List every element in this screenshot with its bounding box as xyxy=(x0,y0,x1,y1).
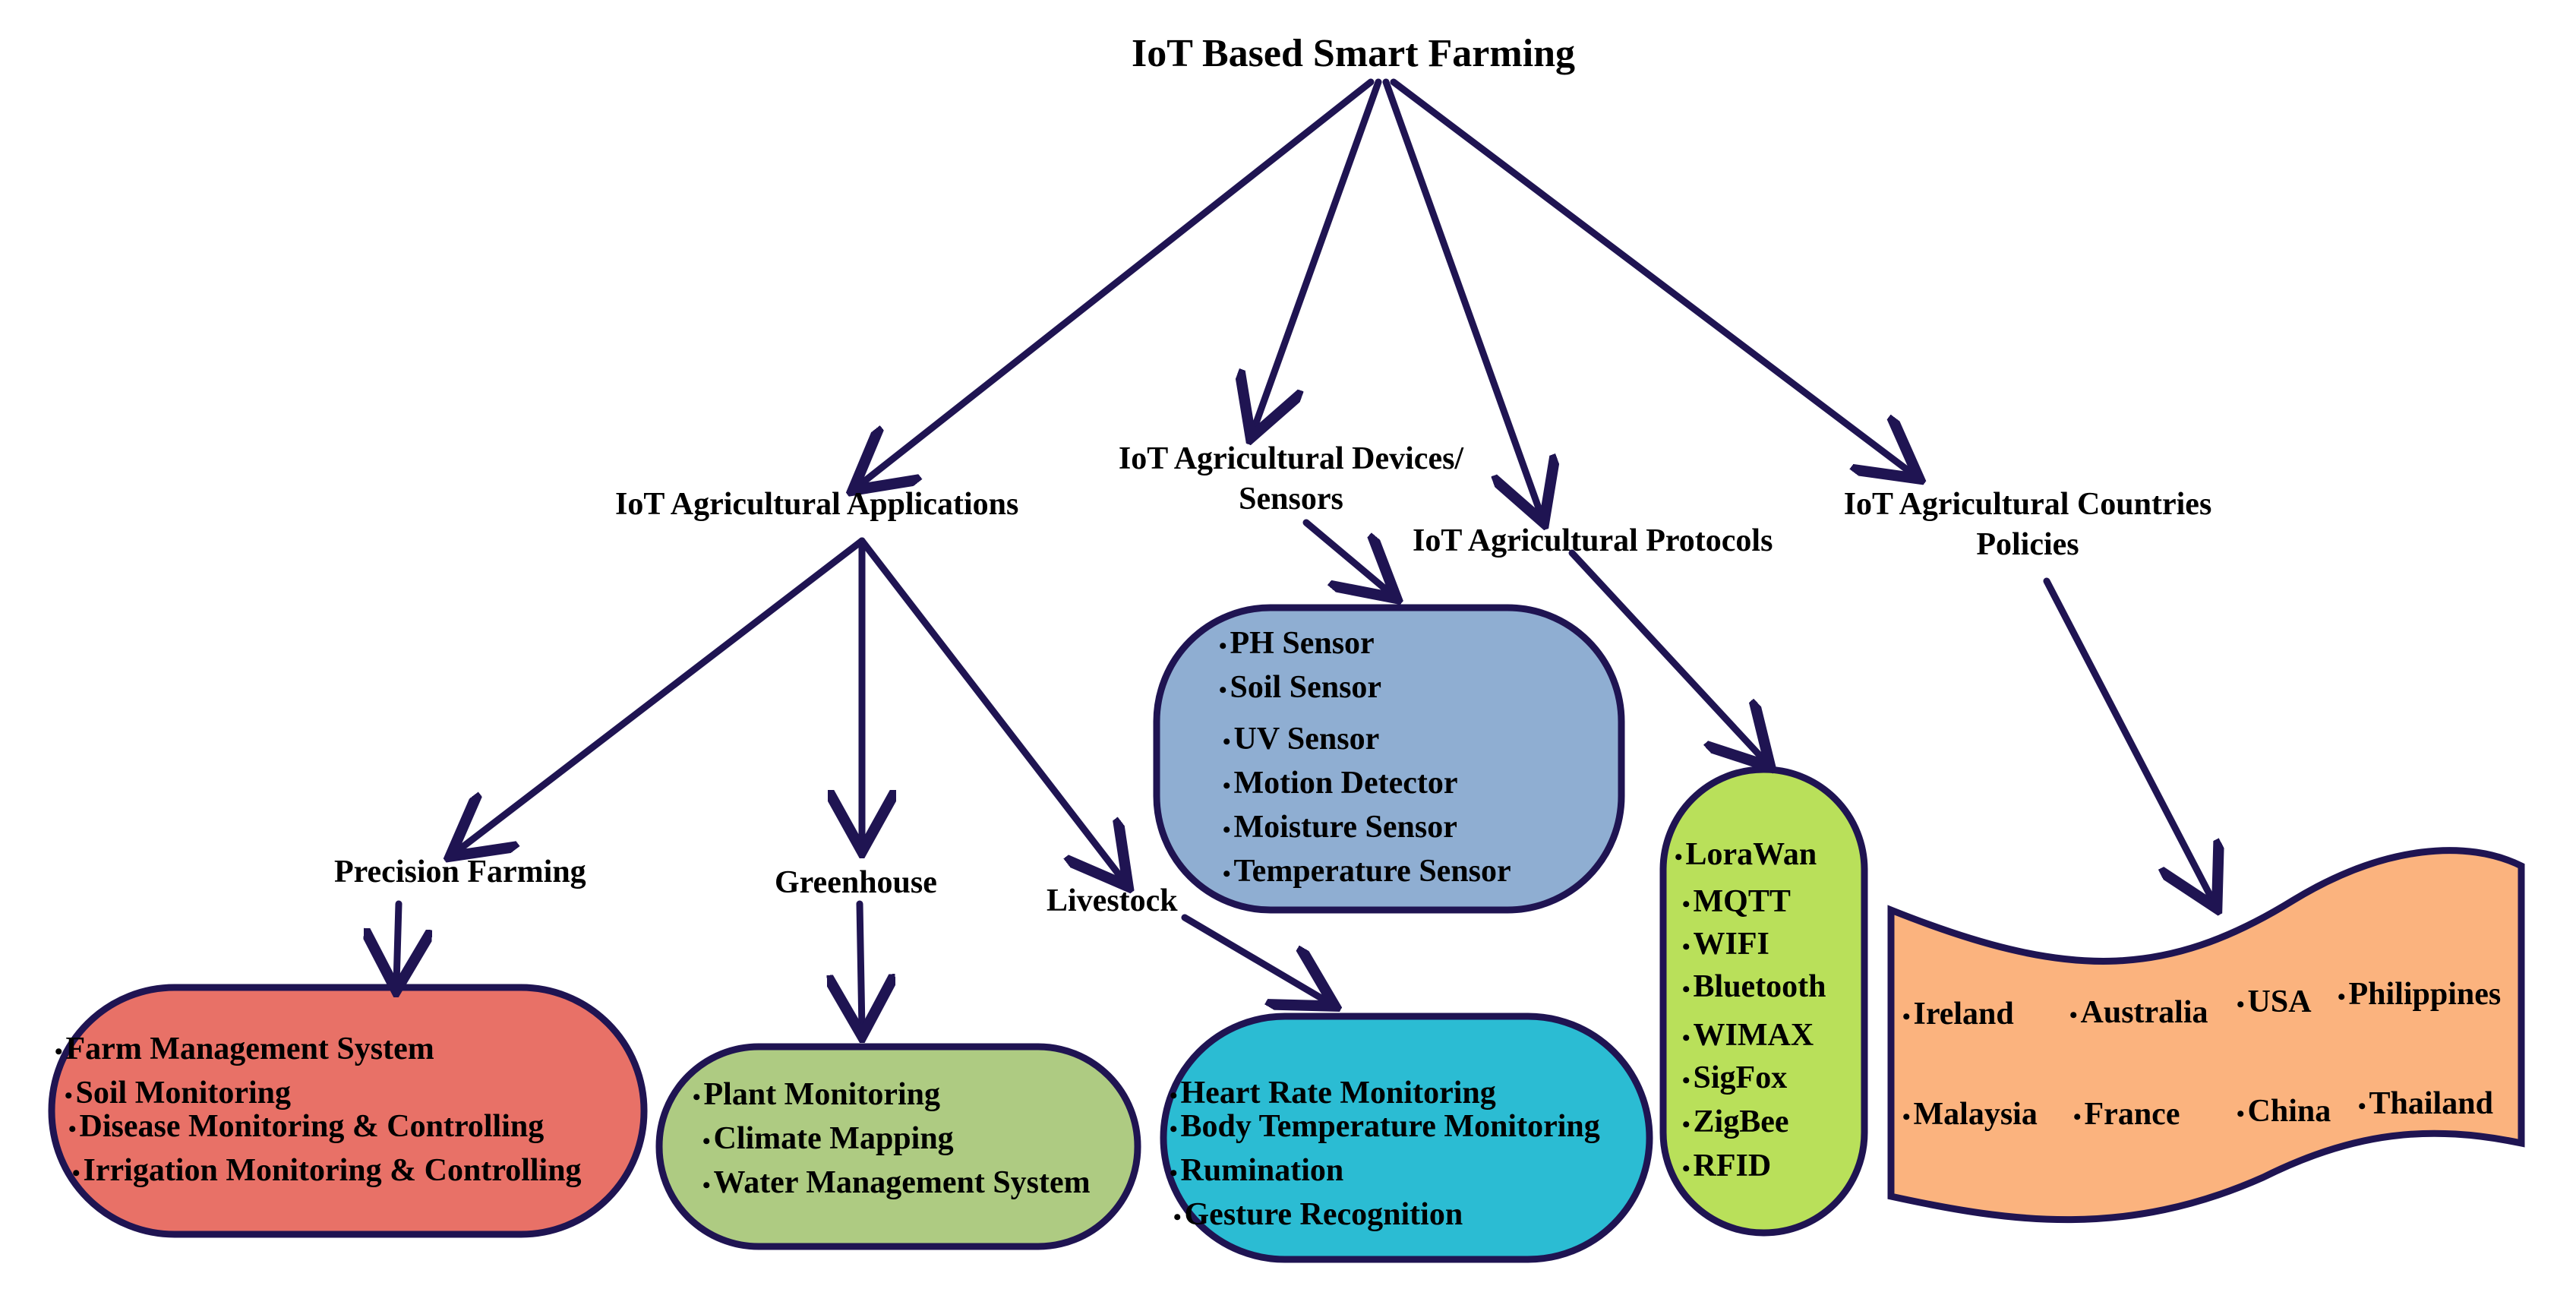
protocol-item: WIFI xyxy=(1682,928,1769,960)
country-item: France xyxy=(2073,1098,2180,1130)
arrow-applications-livestock xyxy=(858,537,1124,881)
protocol-item: WIMAX xyxy=(1682,1019,1814,1051)
category-devices: IoT Agricultural Devices/ Sensors xyxy=(1101,439,1481,519)
arrow-precision-box xyxy=(396,900,399,984)
livestock-item: Heart Rate Monitoring xyxy=(1170,1077,1496,1109)
sensor-item: Soil Sensor xyxy=(1219,671,1382,703)
protocol-item: MQTT xyxy=(1682,886,1791,918)
protocol-item: Bluetooth xyxy=(1682,971,1826,1003)
sensor-item: Motion Detector xyxy=(1223,767,1458,799)
category-policies: IoT Agricultural Countries Policies xyxy=(1807,485,2248,564)
sensor-item: UV Sensor xyxy=(1223,723,1380,755)
livestock-item: Body Temperature Monitoring xyxy=(1170,1111,1600,1142)
protocol-item: ZigBee xyxy=(1682,1106,1789,1138)
arrow-root-devices xyxy=(1253,78,1382,431)
sensor-item: Temperature Sensor xyxy=(1223,855,1511,887)
arrow-root-applications xyxy=(858,78,1375,486)
country-item: Australia xyxy=(2069,997,2208,1028)
arrow-root-policies xyxy=(1390,78,1914,475)
country-item: Ireland xyxy=(1902,998,2014,1030)
label-greenhouse: Greenhouse xyxy=(775,865,937,900)
arrow-root-protocols xyxy=(1382,78,1542,517)
category-devices-line1: IoT Agricultural Devices/ xyxy=(1118,441,1464,476)
arrow-devices-sensors xyxy=(1302,519,1391,594)
country-item: China xyxy=(2237,1095,2331,1127)
livestock-item: Rumination xyxy=(1170,1155,1344,1186)
precision-item: Disease Monitoring & Controlling xyxy=(68,1111,545,1142)
livestock-item: Gesture Recognition xyxy=(1173,1199,1463,1231)
precision-item: Farm Management System xyxy=(55,1033,434,1065)
label-precision-farming: Precision Farming xyxy=(334,855,586,889)
category-applications: IoT Agricultural Applications xyxy=(615,487,1019,522)
country-item: USA xyxy=(2237,986,2312,1018)
arrow-protocols-box xyxy=(1568,549,1766,762)
diagram-title: IoT Based Smart Farming xyxy=(1132,32,1576,75)
protocol-item: RFID xyxy=(1682,1150,1772,1182)
country-item: Thailand xyxy=(2358,1088,2493,1120)
arrow-applications-precision xyxy=(456,537,866,852)
greenhouse-item: Climate Mapping xyxy=(702,1123,954,1155)
sensor-item: PH Sensor xyxy=(1219,627,1375,659)
precision-item: Irrigation Monitoring & Controlling xyxy=(72,1155,582,1186)
greenhouse-item: Water Management System xyxy=(702,1167,1091,1199)
arrow-policies-countries xyxy=(2043,577,2214,902)
protocol-item: LoraWan xyxy=(1675,839,1817,870)
country-item: Philippines xyxy=(2338,978,2502,1010)
category-policies-line1: IoT Agricultural Countries xyxy=(1843,487,2212,522)
arrow-greenhouse-box xyxy=(860,900,862,1029)
precision-item: Soil Monitoring xyxy=(65,1077,292,1109)
arrow-livestock-box xyxy=(1181,914,1329,1003)
greenhouse-item: Plant Monitoring xyxy=(693,1079,941,1111)
sensor-item: Moisture Sensor xyxy=(1223,811,1457,843)
country-item: Malaysia xyxy=(1902,1098,2038,1130)
category-protocols: IoT Agricultural Protocols xyxy=(1413,523,1773,558)
label-livestock: Livestock xyxy=(1046,883,1178,918)
category-devices-line2: Sensors xyxy=(1239,481,1343,517)
protocol-item: SigFox xyxy=(1682,1062,1788,1094)
category-policies-line2: Policies xyxy=(1976,526,2079,562)
countries-banner xyxy=(1887,847,2525,1224)
